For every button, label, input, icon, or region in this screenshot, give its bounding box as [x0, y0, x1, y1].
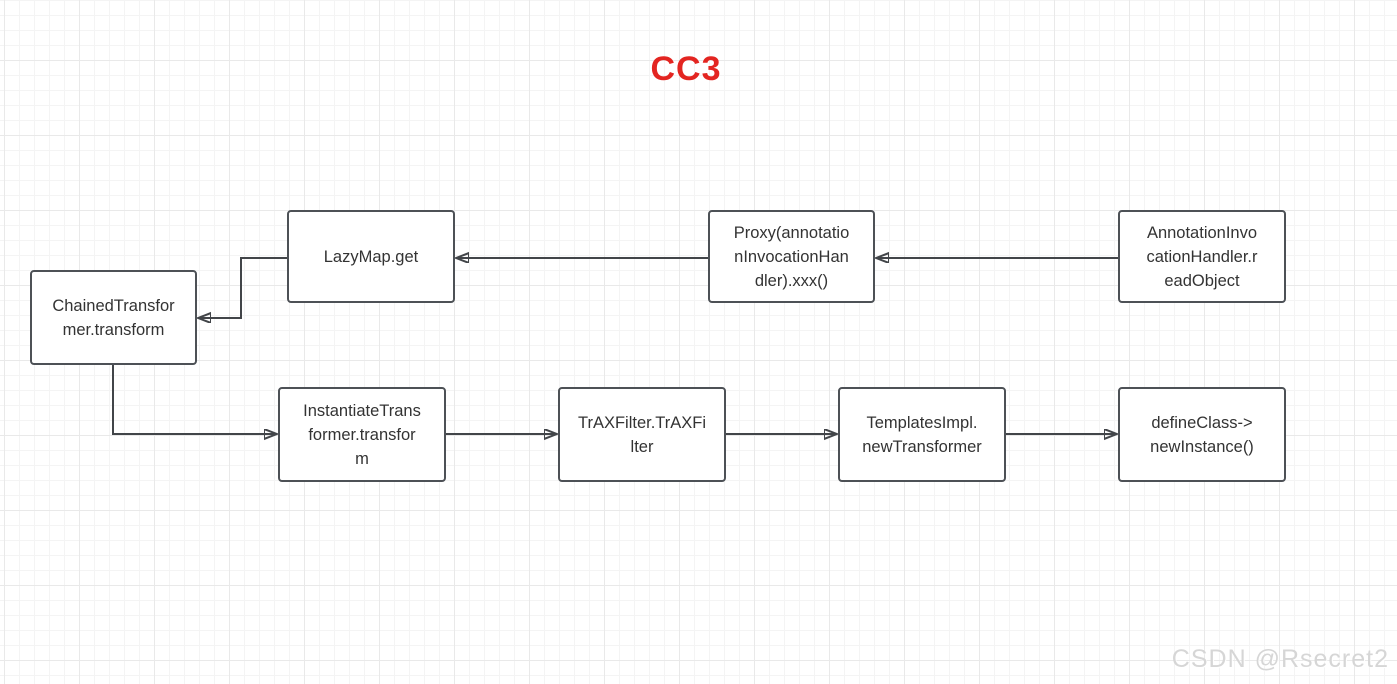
node-defineclass-newinstance: defineClass-> newInstance()	[1118, 387, 1286, 482]
node-instantiatetransformer-transform: InstantiateTrans former.transfor m	[278, 387, 446, 482]
connector-lazymap-to-chained	[199, 257, 287, 318]
node-templatesimpl-newtransformer: TemplatesImpl. newTransformer	[838, 387, 1006, 482]
node-chainedtransformer-transform: ChainedTransfor mer.transform	[30, 270, 197, 365]
csdn-watermark: CSDN @Rsecret2	[1171, 645, 1389, 673]
connector-chained-to-instantiate	[112, 365, 276, 434]
diagram-title: CC3	[650, 50, 722, 88]
node-traxfilter-traxfilter: TrAXFilter.TrAXFi lter	[558, 387, 726, 482]
node-annotationinvocationhandler-readobject: AnnotationInvo cationHandler.r eadObject	[1118, 210, 1286, 303]
node-lazymap-get: LazyMap.get	[287, 210, 455, 303]
node-proxy-annotationinvocationhandler-xxx: Proxy(annotatio nInvocationHan dler).xxx…	[708, 210, 875, 303]
